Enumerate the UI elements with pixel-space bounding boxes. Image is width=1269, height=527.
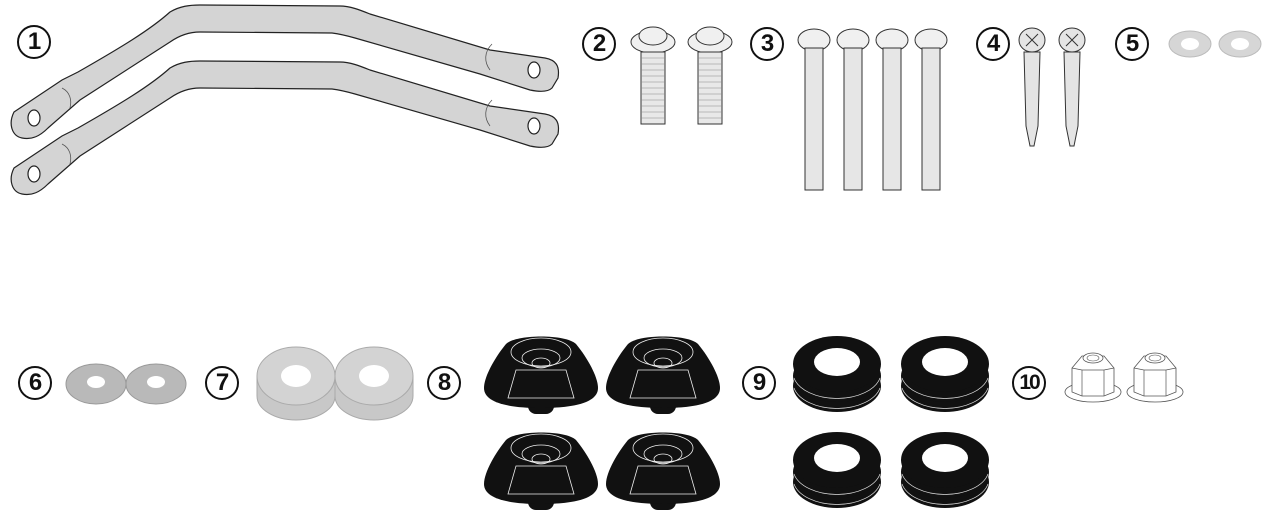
bracket-bars <box>0 0 570 210</box>
part-number-3: 3 <box>750 27 784 61</box>
conical-grommets <box>483 332 724 522</box>
long-bolt-icon <box>797 28 948 191</box>
part-number-7: 7 <box>205 366 239 400</box>
part-number-8: 8 <box>427 366 461 400</box>
short-bolts <box>628 24 738 129</box>
flat-washer-icon <box>65 363 187 405</box>
short-bolt-icon <box>630 26 733 125</box>
ring-grommet-icon <box>792 335 990 509</box>
part-number-1: 1 <box>17 25 51 59</box>
part-number-6: 6 <box>18 366 52 400</box>
phillips-screw-icon <box>1018 27 1086 147</box>
part-number-4: 4 <box>976 27 1010 61</box>
part-number-5: 5 <box>1115 27 1149 61</box>
part-number-10: 10 <box>1012 366 1046 400</box>
part-number-9: 9 <box>742 366 776 400</box>
self-tapping-screws <box>1016 26 1096 151</box>
long-bolts <box>795 26 955 196</box>
flange-nuts <box>1062 348 1192 408</box>
spacer-washers <box>255 344 420 422</box>
bracket-bar-icon <box>10 4 560 196</box>
thin-washers <box>1168 28 1268 64</box>
part-number-2: 2 <box>582 27 616 61</box>
flange-nut-icon <box>1064 352 1184 403</box>
spacer-washer-icon <box>256 346 414 421</box>
conical-grommet-icon <box>483 336 721 511</box>
ring-grommets <box>790 332 995 522</box>
flat-washers <box>65 360 191 410</box>
thin-washer-icon <box>1168 30 1262 58</box>
